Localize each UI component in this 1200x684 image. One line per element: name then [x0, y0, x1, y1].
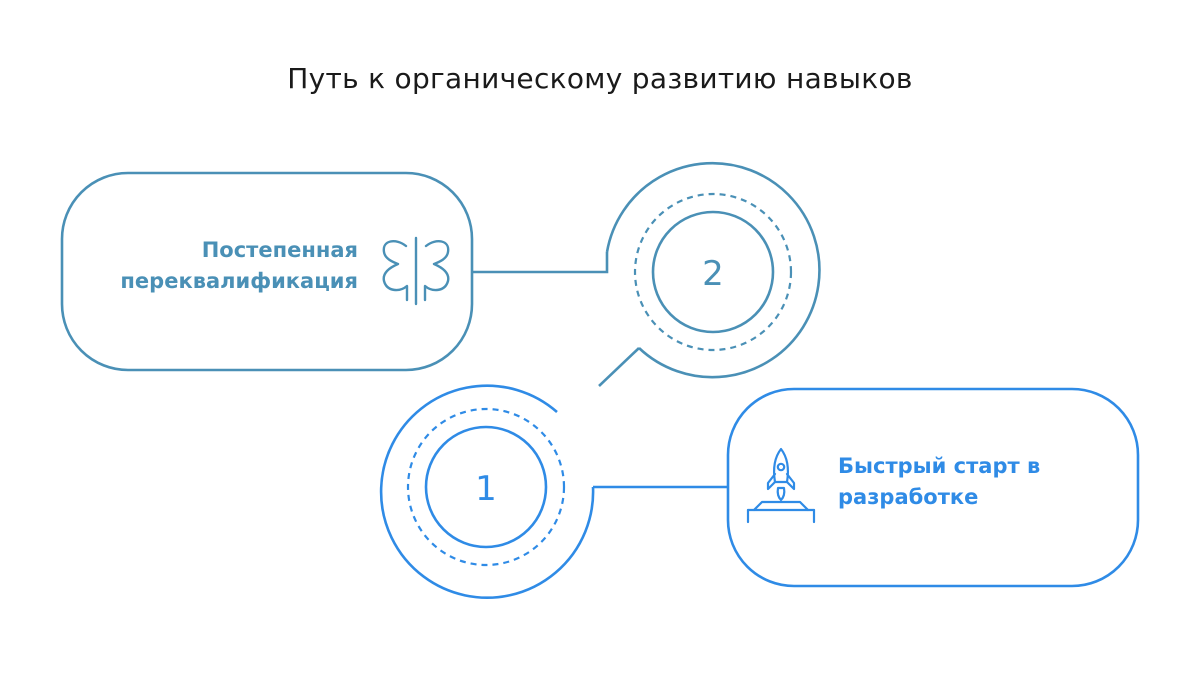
rocket-launch-icon [746, 447, 816, 524]
diagram-title: Путь к органическому развитию навыков [287, 62, 913, 95]
step-2-label-line-2: переквалификация [120, 269, 358, 293]
step-2-group [60, 161, 821, 387]
step-2-inner-ring [651, 210, 775, 334]
step-1-label-line-2: разработке [838, 485, 978, 509]
step-1-inner-ring [424, 425, 548, 549]
step-1-number: 1 [475, 469, 497, 509]
step-1-label-line-1: Быстрый старт в [838, 454, 1040, 478]
step-1-outer-ring [379, 384, 595, 599]
step-2-number: 2 [702, 254, 724, 294]
step-2-tail [598, 347, 640, 387]
step-2-dashed-ring [633, 192, 793, 352]
step-1-card [726, 387, 1140, 588]
step-2-label-line-1: Постепенная [202, 238, 358, 262]
step-1-dashed-ring [406, 407, 566, 567]
step-1-group [379, 384, 1140, 599]
step-2-outer-ring [605, 161, 821, 379]
split-brain-icon [382, 236, 450, 306]
step-2-connector [472, 252, 609, 274]
